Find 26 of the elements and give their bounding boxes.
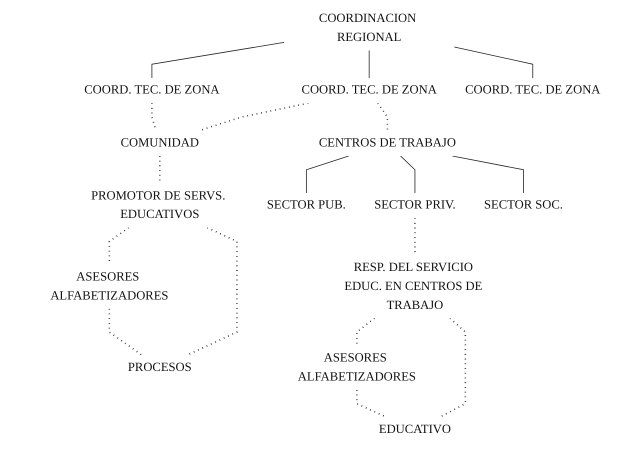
node-text: EDUCATIVO	[378, 423, 451, 436]
connector	[186, 226, 238, 356]
node-text: ASESORES ALFABETIZADORES	[50, 270, 168, 302]
connector	[377, 102, 388, 131]
node-text: SECTOR PUB.	[266, 198, 346, 212]
node-text: COORDINACION REGIONAL	[318, 12, 416, 44]
node-text: COORD. TEC. DE ZONA	[84, 84, 220, 97]
node-text: COORD. TEC. DE ZONA	[302, 84, 437, 97]
connector	[400, 156, 416, 194]
connector	[452, 156, 524, 194]
node-text: PROCESOS	[128, 360, 192, 374]
connector	[356, 318, 376, 346]
connector	[108, 308, 143, 356]
connector	[152, 42, 284, 78]
connector	[438, 318, 466, 418]
node-text: PROMOTOR DE SERVS. EDUCATIVOS	[91, 189, 226, 222]
node-text: SECTOR SOC.	[484, 198, 563, 212]
connector	[306, 156, 350, 194]
connector	[368, 50, 370, 78]
connector	[454, 46, 534, 78]
node-text: COMUNIDAD	[120, 136, 199, 150]
node-text: SECTOR PRIV.	[374, 198, 456, 212]
node-text: RESP. DEL SERVICIO EDUC. EN CENTROS DE TRABAJO	[344, 260, 482, 312]
node-text: COORD. TEC. DE ZONA	[465, 84, 600, 97]
node-text: ASESORES ALFABETIZADORES	[298, 351, 416, 384]
node-text: CENTROS DE TRABAJO	[318, 136, 456, 150]
